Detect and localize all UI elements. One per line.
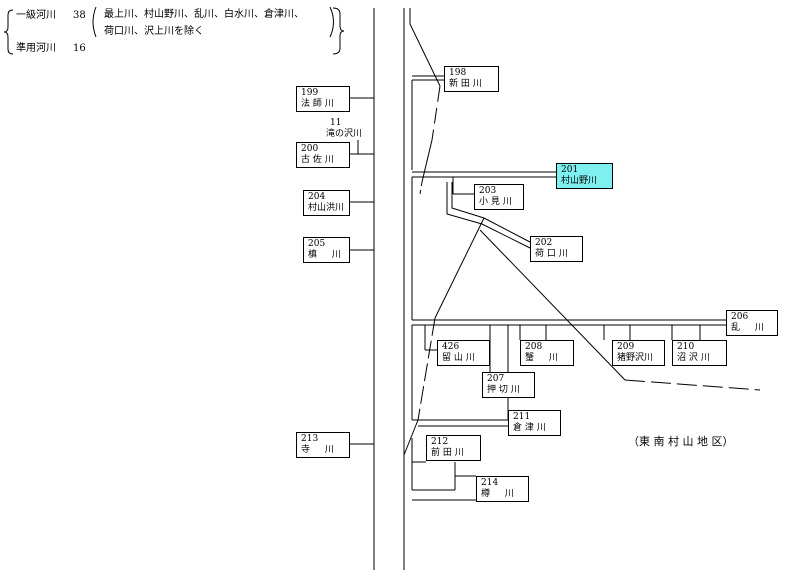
- river-box-202[interactable]: 202 荷 口 川: [530, 236, 583, 262]
- river-number: 207: [487, 374, 505, 384]
- river-box-198[interactable]: 198 新 田 川: [444, 66, 499, 92]
- river-number: 205: [308, 239, 326, 249]
- legend-class1-note-2: 荷口川、沢上川を除く: [104, 26, 204, 37]
- river-number: 202: [535, 238, 553, 248]
- river-number: 204: [308, 192, 326, 202]
- river-name: 荷 口 川: [535, 249, 568, 259]
- legend-paren-left: [92, 6, 97, 38]
- legend-class1-count: 38: [73, 10, 86, 21]
- river-name: 沼 沢 川: [677, 353, 710, 363]
- river-box-207[interactable]: 207 押 切 川: [482, 372, 535, 398]
- river-number: 213: [301, 434, 319, 444]
- river-number: 208: [525, 342, 543, 352]
- river-box-208[interactable]: 208 蟹 川: [520, 340, 574, 366]
- river-number: 206: [731, 312, 749, 322]
- legend-class1-label: 一級河川: [16, 10, 56, 21]
- river-box-210[interactable]: 210 沼 沢 川: [672, 340, 727, 366]
- river-name: 乱 川: [731, 323, 764, 333]
- river-box-213[interactable]: 213 寺 川: [296, 432, 350, 458]
- river-name: 古 佐 川: [301, 155, 334, 165]
- river-name: 留 山 川: [442, 353, 475, 363]
- legend-brace-outer: [3, 9, 14, 55]
- river-box-203[interactable]: 203 小 見 川: [474, 184, 524, 210]
- river-number: 214: [481, 478, 499, 488]
- river-name: 村山野川: [561, 176, 598, 186]
- river-number: 200: [301, 144, 319, 154]
- river-box-214[interactable]: 214 樽 川: [476, 476, 529, 502]
- river-number: 203: [479, 186, 497, 196]
- river-number: 211: [513, 412, 531, 422]
- river-name: 倉 津 川: [513, 423, 546, 433]
- river-box-205[interactable]: 205 槙 川: [303, 237, 350, 263]
- river-number: 426: [442, 342, 460, 352]
- river-box-200[interactable]: 200 古 佐 川: [296, 142, 350, 168]
- river-box-199[interactable]: 199 法 師 川: [296, 86, 350, 112]
- river-name: 寺 川: [301, 445, 334, 455]
- legend-class1-note-1: 最上川、村山野川、乱川、白水川、倉津川、: [104, 9, 304, 20]
- small-river-number: 11: [330, 118, 342, 128]
- region-label: （東 南 村 山 地 区）: [628, 435, 734, 448]
- river-box-201[interactable]: 201 村山野川: [556, 163, 613, 189]
- legend-quasi-count: 16: [73, 43, 86, 54]
- small-river-name: 滝の沢川: [326, 129, 363, 139]
- river-number: 201: [561, 165, 579, 175]
- river-name: 新 田 川: [449, 79, 482, 89]
- river-name: 法 師 川: [301, 99, 334, 109]
- river-number: 198: [449, 68, 467, 78]
- river-box-209[interactable]: 209 猪野沢川: [612, 340, 665, 366]
- river-box-211[interactable]: 211 倉 津 川: [508, 410, 561, 436]
- river-name: 猪野沢川: [617, 353, 654, 363]
- river-name: 小 見 川: [479, 197, 512, 207]
- legend-paren-right: [329, 6, 334, 38]
- river-name: 蟹 川: [525, 353, 558, 363]
- river-number: 199: [301, 88, 319, 98]
- river-name: 前 田 川: [431, 448, 464, 458]
- river-box-212[interactable]: 212 前 田 川: [426, 435, 481, 461]
- river-box-206[interactable]: 206 乱 川: [726, 310, 778, 336]
- river-name: 槙 川: [308, 250, 341, 260]
- river-number: 212: [431, 437, 449, 447]
- legend-quasi-label: 準用河川: [16, 43, 56, 54]
- river-number: 209: [617, 342, 635, 352]
- river-number: 210: [677, 342, 695, 352]
- legend-brace-right: [332, 7, 345, 55]
- river-name: 押 切 川: [487, 385, 520, 395]
- river-box-204[interactable]: 204 村山洪川: [303, 190, 350, 216]
- river-name: 村山洪川: [308, 203, 345, 213]
- river-name: 樽 川: [481, 489, 514, 499]
- river-box-426[interactable]: 426 留 山 川: [437, 340, 490, 366]
